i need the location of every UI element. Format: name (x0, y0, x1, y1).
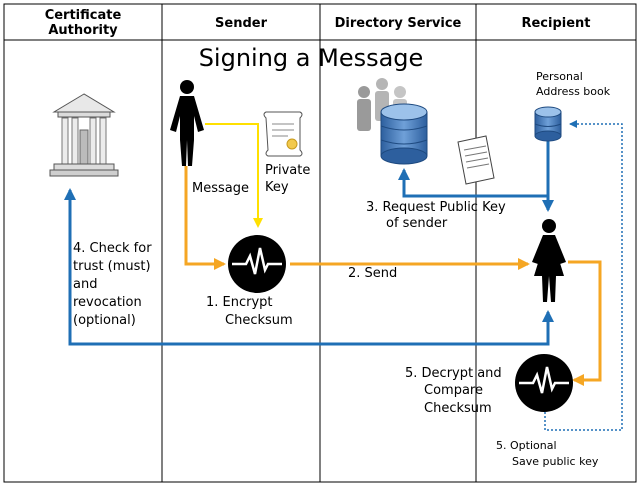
label-save-public-key-line1: 5. Optional (496, 439, 557, 452)
column-header-ca-line1: Certificate (45, 8, 122, 23)
arrow-to-decrypt (568, 260, 602, 386)
label-request-public-key-line1: 3. Request Public Key (366, 200, 506, 215)
label-check-trust-line5: (optional) (73, 313, 136, 328)
label-decrypt-compare-line3: Checksum (424, 401, 492, 416)
label-send: 2. Send (348, 266, 397, 281)
arrow-save-public-key (544, 120, 623, 431)
male-person-icon (170, 80, 204, 166)
label-check-trust-line1: 4. Check for (73, 241, 152, 256)
arrow-request-public-key (398, 138, 550, 198)
column-header-ca-line2: Authority (48, 23, 118, 38)
diagram-title: Signing a Message (199, 44, 424, 72)
bank-icon (49, 93, 119, 177)
label-private-key-line2: Key (265, 180, 289, 195)
label-save-public-key-line2: Save public key (512, 455, 599, 468)
heartbeat-checksum-icon (228, 235, 286, 293)
label-check-trust-line3: and (73, 277, 97, 292)
label-check-trust-line4: revocation (73, 295, 142, 310)
heartbeat-checksum-icon (515, 354, 573, 412)
database-icon (380, 103, 428, 165)
arrow-message-to-encrypt (184, 166, 226, 270)
column-header-sender: Sender (215, 16, 268, 31)
label-request-public-key-line2: of sender (386, 216, 448, 231)
label-encrypt-checksum-line1: 1. Encrypt (206, 295, 273, 310)
arrow-private-key-to-encrypt (205, 123, 263, 228)
label-encrypt-checksum-line2: Checksum (225, 313, 293, 328)
certificate-scroll-icon (263, 111, 303, 157)
column-header-recipient: Recipient (521, 16, 590, 31)
label-personal-address-book-line1: Personal (536, 70, 583, 83)
database-icon (534, 106, 562, 142)
label-check-trust-line2: trust (must) (73, 259, 151, 274)
label-decrypt-compare-line2: Compare (424, 383, 483, 398)
label-decrypt-compare-line1: 5. Decrypt and (405, 366, 502, 381)
label-message: Message (192, 181, 249, 196)
column-header-directory: Directory Service (335, 16, 462, 31)
document-icon (457, 135, 495, 185)
label-personal-address-book-line2: Address book (536, 85, 611, 98)
female-person-icon (532, 219, 566, 302)
label-private-key-line1: Private (265, 163, 310, 178)
